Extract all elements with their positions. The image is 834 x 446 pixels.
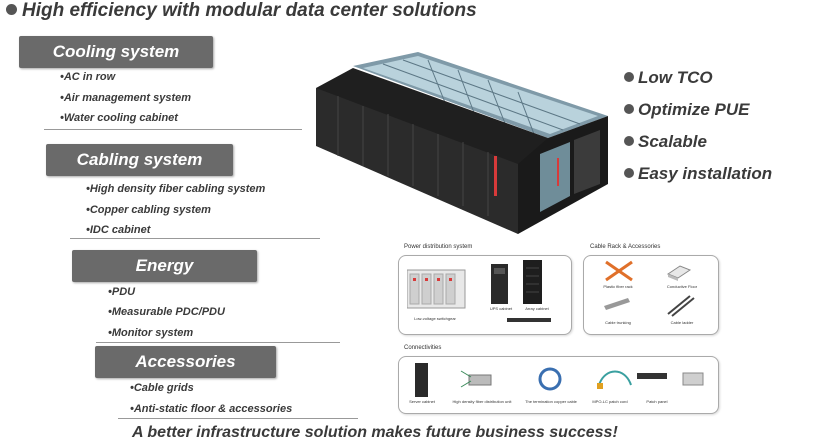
label: Low-voltage switchgear (414, 316, 456, 321)
energy-item: •Monitor system (108, 327, 194, 339)
fiber-distribution-unit-icon (460, 370, 492, 388)
accessories-item: •Anti-static floor & accessories (130, 403, 293, 415)
benefit-item: Scalable (624, 132, 707, 152)
cabling-item: •High density fiber cabling system (86, 183, 266, 195)
divider (118, 418, 358, 419)
bullet-dot-icon (624, 136, 634, 146)
cooling-item: •Air management system (60, 92, 192, 104)
label: Plastic fiber rack (603, 284, 633, 289)
divider (70, 238, 320, 239)
label: Cable ladder (670, 320, 694, 325)
panel-title-cable-rack: Cable Rack & Accessories (590, 244, 661, 250)
cable-ladder-icon (667, 295, 695, 317)
cooling-item: •Water cooling cabinet (60, 112, 178, 124)
label: Conductive Floor (666, 284, 698, 289)
label: Server cabinet (409, 399, 435, 404)
accessories-item: •Cable grids (130, 382, 194, 394)
label: Patch panel (646, 399, 668, 404)
cabling-item: •IDC cabinet (86, 224, 151, 236)
energy-item: •Measurable PDC/PDU (108, 306, 225, 318)
bullet-dot-icon (6, 4, 17, 15)
bullet-dot-icon (624, 104, 634, 114)
panel-power-distribution: Low-voltage switchgear UPS cabinet Array… (398, 255, 572, 335)
panel-title-power: Power distribution system (404, 244, 473, 250)
divider (96, 342, 340, 343)
benefit-item: Easy installation (624, 164, 772, 184)
pdu-strip-icon (507, 318, 551, 322)
label: UPS cabinet (489, 306, 513, 311)
category-energy: Energy (72, 250, 257, 282)
modular-data-center-illustration (316, 52, 608, 234)
panel-cable-rack: Plastic fiber rack Conductive Floor Cabl… (583, 255, 719, 335)
divider (44, 129, 302, 130)
page-headline: High efficiency with modular data center… (6, 0, 477, 22)
cabling-item: •Copper cabling system (86, 204, 211, 216)
panel-title-connectivities: Connectivities (404, 345, 442, 351)
category-cooling: Cooling system (19, 36, 213, 68)
cable-trunking-icon (604, 298, 630, 310)
ups-cabinet-icon (491, 264, 508, 304)
energy-item: •PDU (108, 286, 136, 298)
panel-connectivities: Server cabinet High density fiber distri… (398, 356, 719, 414)
benefit-item: Optimize PUE (624, 100, 749, 120)
benefit-item: Low TCO (624, 68, 713, 88)
switchgear-icon (407, 269, 466, 309)
mpo-lc-patch-cord-icon (597, 370, 632, 389)
server-cabinet-icon (415, 363, 428, 397)
label: Cable trunking (605, 320, 631, 325)
copper-cable-icon (538, 367, 562, 391)
patch-panel-icon (637, 373, 667, 379)
label: The termination copper cable (525, 399, 577, 404)
fiber-rack-icon (605, 260, 633, 282)
category-cabling: Cabling system (46, 144, 233, 176)
label: MPO-LC patch cord (592, 399, 628, 404)
label: High density fiber distribution unit (452, 399, 512, 404)
patch-panel-box-icon (682, 372, 704, 386)
bullet-dot-icon (624, 168, 634, 178)
conductive-floor-icon (666, 265, 692, 281)
array-cabinet-icon (523, 260, 542, 304)
category-accessories: Accessories (95, 346, 276, 378)
bullet-dot-icon (624, 72, 634, 82)
label: Array cabinet (525, 306, 549, 311)
cooling-item: •AC in row (60, 71, 116, 83)
tagline: A better infrastructure solution makes f… (132, 424, 618, 441)
